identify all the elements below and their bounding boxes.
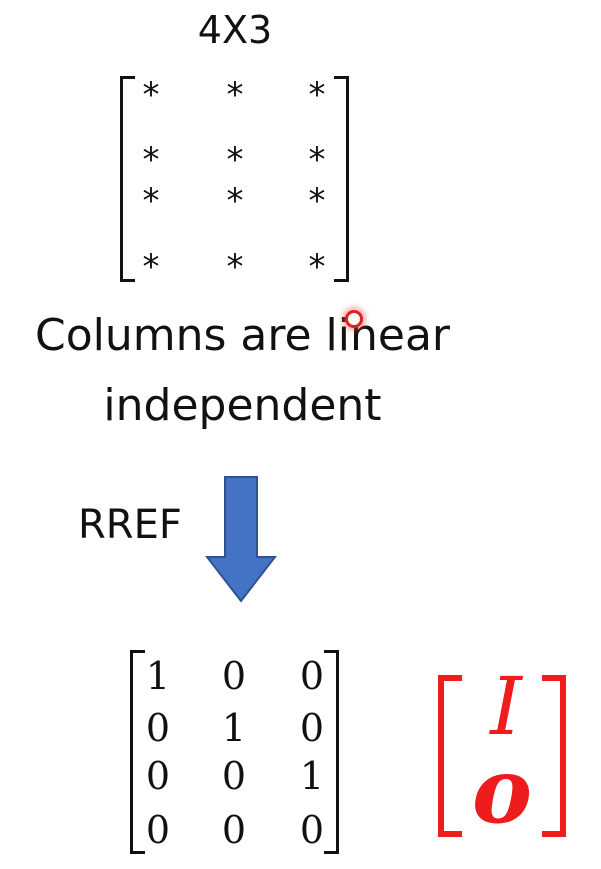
matrix-dimension-label: 4X3 xyxy=(197,8,273,52)
matrix-entry: * xyxy=(306,247,328,287)
matrix-entry: 0 xyxy=(145,808,171,852)
matrix-entry: * xyxy=(224,75,246,115)
zero-block-letter: o xyxy=(471,738,533,844)
matrix-left-bracket xyxy=(120,76,135,282)
statement-line-2: independent xyxy=(103,380,382,431)
matrix-entry: 0 xyxy=(145,706,171,750)
matrix-entry: * xyxy=(140,75,162,115)
matrix-entry: * xyxy=(140,140,162,180)
matrix-entry: 1 xyxy=(145,654,171,698)
matrix-entry: 0 xyxy=(221,754,247,798)
matrix-entry: * xyxy=(224,181,246,221)
matrix-entry: 0 xyxy=(299,654,325,698)
identity-block-letter: I xyxy=(490,660,522,753)
matrix-entry: * xyxy=(140,247,162,287)
matrix-entry: 1 xyxy=(299,754,325,798)
matrix-entry: 0 xyxy=(145,754,171,798)
statement-text: Columns are linear independent xyxy=(0,306,485,436)
matrix-entry: * xyxy=(306,75,328,115)
matrix-entry: * xyxy=(306,140,328,180)
matrix-right-bracket xyxy=(334,76,349,282)
matrix-entry: * xyxy=(306,181,328,221)
matrix-entry: 0 xyxy=(299,706,325,750)
matrix-entry: 1 xyxy=(221,706,247,750)
matrix-entry: 0 xyxy=(221,808,247,852)
matrix-entry: * xyxy=(140,181,162,221)
rref-right-bracket xyxy=(324,650,339,854)
rref-label: RREF xyxy=(78,502,182,548)
matrix-entry: 0 xyxy=(299,808,325,852)
block-right-bracket xyxy=(542,675,566,837)
matrix-entry: * xyxy=(224,247,246,287)
down-arrow-icon xyxy=(205,476,277,603)
rref-left-bracket xyxy=(130,650,145,854)
block-left-bracket xyxy=(438,675,462,837)
matrix-entry: 0 xyxy=(221,654,247,698)
pointer-cursor-icon xyxy=(345,310,363,328)
matrix-entry: * xyxy=(224,140,246,180)
statement-line-1: Columns are linear xyxy=(34,310,450,361)
